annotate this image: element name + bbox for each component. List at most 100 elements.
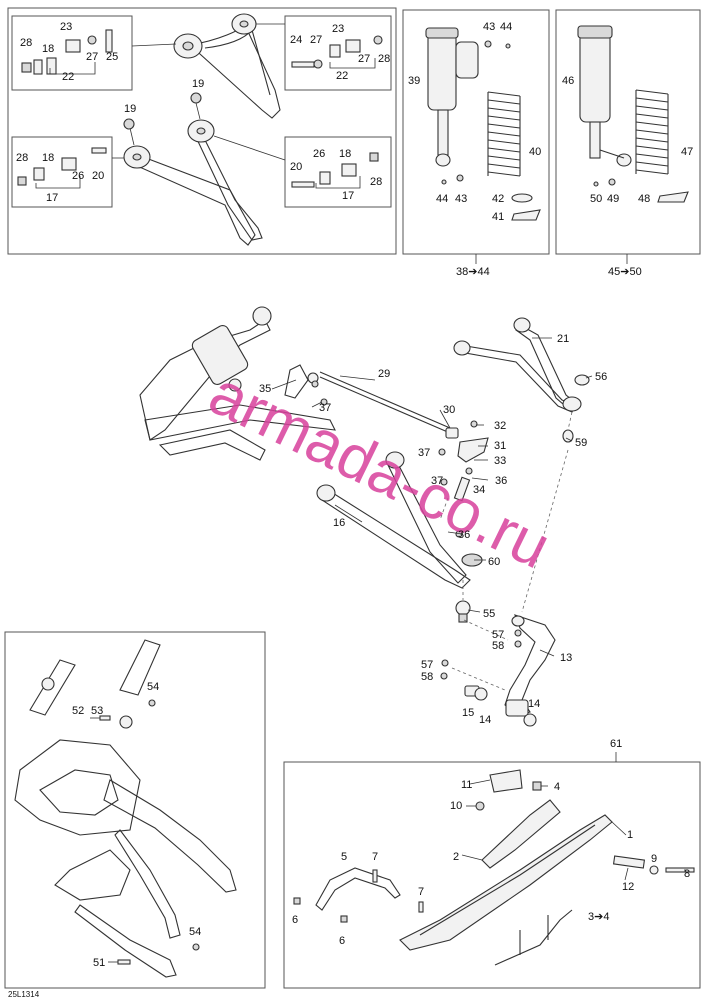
callout-57: 57: [421, 659, 433, 671]
callout-18: 18: [339, 148, 351, 160]
callout-36: 36: [495, 475, 507, 487]
callout-41: 41: [492, 211, 504, 223]
callout-46: 46: [562, 75, 574, 87]
callout-43: 43: [483, 21, 495, 33]
callout-50: 50: [590, 193, 602, 205]
callout-37: 37: [431, 475, 443, 487]
callout-18: 18: [42, 152, 54, 164]
ski-panel-frame: [283, 761, 701, 989]
callout-15: 15: [462, 707, 474, 719]
callout-6: 6: [339, 935, 345, 947]
bushing-kit-box-bottom-right: [284, 136, 392, 208]
callout-37: 37: [418, 447, 430, 459]
callout-19: 19: [124, 103, 136, 115]
ski-leg-2-drawing: [481, 799, 561, 869]
callout-8: 8: [684, 868, 690, 880]
callout-44: 44: [500, 21, 512, 33]
frame-hardware: [99, 699, 200, 965]
lower-a-arm-drawing: [123, 119, 263, 246]
kit-bracket-lines: [35, 58, 376, 189]
callout-54: 54: [147, 681, 159, 693]
callout-23: 23: [60, 21, 72, 33]
callout-1: 1: [627, 829, 633, 841]
ski-leader-lines: [461, 752, 688, 881]
main-leader-lines: [271, 337, 593, 657]
callout-11: 11: [461, 779, 472, 791]
callout-27: 28: [378, 53, 390, 65]
callout-5: 5: [341, 851, 347, 863]
callout-14: 14: [479, 714, 491, 726]
callout-27: 27: [358, 53, 370, 65]
callout-19: 19: [192, 78, 204, 90]
frame-leader-lines: [90, 717, 118, 963]
suspension-assembly-overview-drawing: [139, 306, 336, 461]
callout-3-to-4: 3➔4: [588, 911, 609, 923]
callout-45-to-50: 45➔50: [608, 266, 642, 278]
small-hardware-main: [311, 374, 590, 701]
upper-a-arm-drawing: [173, 13, 281, 119]
callout-28: 28: [20, 37, 32, 49]
callout-58: 58: [492, 640, 504, 652]
callout-44: 44: [436, 193, 448, 205]
callout-40: 40: [529, 146, 541, 158]
callout-56: 56: [595, 371, 607, 383]
callout-60: 60: [488, 556, 500, 568]
shock-absorber-39-drawing: [425, 27, 479, 167]
callout-4: 4: [554, 781, 560, 793]
callout-33: 33: [494, 455, 506, 467]
callout-22: 22: [336, 70, 348, 82]
callout-30: 30: [443, 404, 455, 416]
callout-9: 9: [651, 853, 657, 865]
callout-28: 28: [16, 152, 28, 164]
shock-panel-leaders: [475, 254, 628, 264]
callout-43: 43: [455, 193, 467, 205]
callout-55: 55: [483, 608, 495, 620]
callout-17: 17: [46, 192, 58, 204]
callout-23: 23: [332, 23, 344, 35]
callout-39: 39: [408, 75, 420, 87]
callout-17: 17: [342, 190, 354, 202]
callout-labels: 28 23 18 27 25 22 23 24 27 28 27 22 19 1…: [16, 21, 693, 969]
callout-27: 27: [310, 34, 322, 46]
ski-hardware: [293, 769, 695, 923]
callout-21: 21: [557, 333, 569, 345]
callout-37: 37: [319, 402, 331, 414]
callout-26: 26: [313, 148, 325, 160]
frame-drawing: [14, 639, 237, 978]
a-arm-hardware-drawings: [17, 29, 383, 188]
callout-26: 26: [72, 170, 84, 182]
callout-25: 25: [106, 51, 118, 63]
callout-2: 2: [453, 851, 459, 863]
a-arm-panel-frame: [7, 7, 397, 255]
shock-hardware-45-50: [593, 178, 689, 203]
bushing-kit-box-top-right: [284, 15, 392, 91]
main-lower-a-arm-16-drawing: [316, 451, 483, 589]
callout-29: 29: [378, 368, 390, 380]
document-id: 25L1314: [8, 990, 40, 999]
coil-spring-40-drawing: [487, 91, 521, 177]
callout-22: 22: [62, 71, 74, 83]
callout-53: 53: [91, 705, 103, 717]
callout-51: 51: [93, 957, 105, 969]
frame-panel-frame: [4, 631, 266, 989]
a-arm-leader-lines: [112, 23, 286, 161]
callout-20: 20: [290, 161, 302, 173]
callout-57: 57: [492, 629, 504, 641]
spindle-13-drawing: [504, 614, 556, 727]
callout-48: 48: [638, 193, 650, 205]
callout-31: 31: [494, 440, 506, 452]
callout-49: 49: [607, 193, 619, 205]
callout-6: 6: [292, 914, 298, 926]
callout-54: 54: [189, 926, 201, 938]
callout-34: 34: [473, 484, 485, 496]
ski-handle-5-drawing: [315, 867, 401, 911]
watermark: armada-co.ru: [199, 359, 561, 583]
callout-16: 16: [333, 517, 345, 529]
callout-58: 58: [421, 671, 433, 683]
callout-36: 36: [458, 529, 470, 541]
callout-12: 12: [622, 881, 634, 893]
callout-59: 59: [575, 437, 587, 449]
callout-35: 35: [259, 383, 271, 395]
ski-1-drawing: [399, 814, 613, 951]
